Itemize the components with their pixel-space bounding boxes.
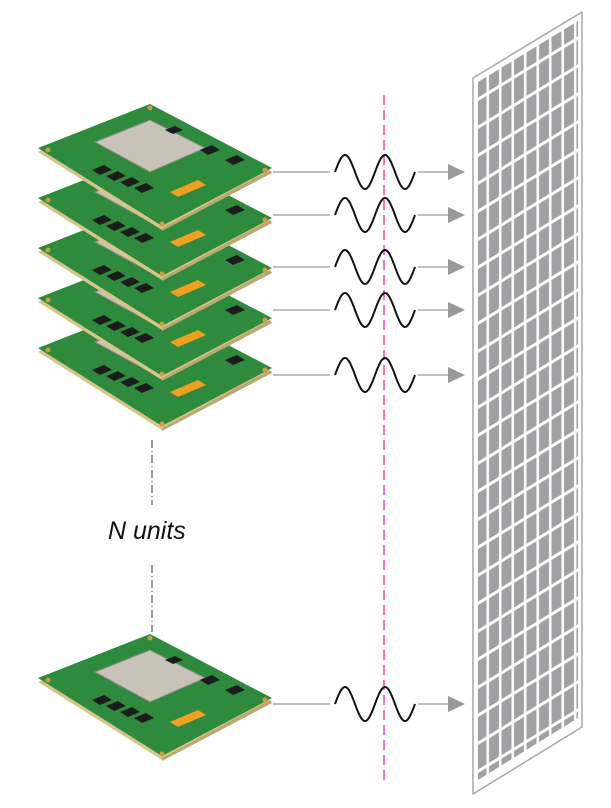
arrow-right-icon [448, 164, 465, 180]
circuit-board-icon-unit-n [37, 633, 273, 762]
antenna-panel-icon [472, 11, 583, 795]
arrow-right-icon [448, 696, 465, 712]
signal-row-unit-4 [273, 291, 465, 329]
arrow-right-icon [448, 207, 465, 223]
signal-row-unit-n [273, 685, 465, 723]
n-units-label: N units [108, 517, 186, 545]
sine-wave-icon [334, 291, 416, 329]
sine-wave-icon [334, 685, 416, 723]
sine-wave-icon [334, 196, 416, 234]
arrow-right-icon [448, 259, 465, 275]
sine-wave-icon [334, 248, 416, 286]
signal-row-unit-1 [273, 153, 465, 191]
arrow-right-icon [448, 367, 465, 383]
sine-wave-icon [334, 153, 416, 191]
signal-row-unit-5 [273, 356, 465, 394]
signal-row-unit-3 [273, 248, 465, 286]
sine-wave-icon [334, 356, 416, 394]
signal-row-unit-2 [273, 196, 465, 234]
arrow-right-icon [448, 302, 465, 318]
